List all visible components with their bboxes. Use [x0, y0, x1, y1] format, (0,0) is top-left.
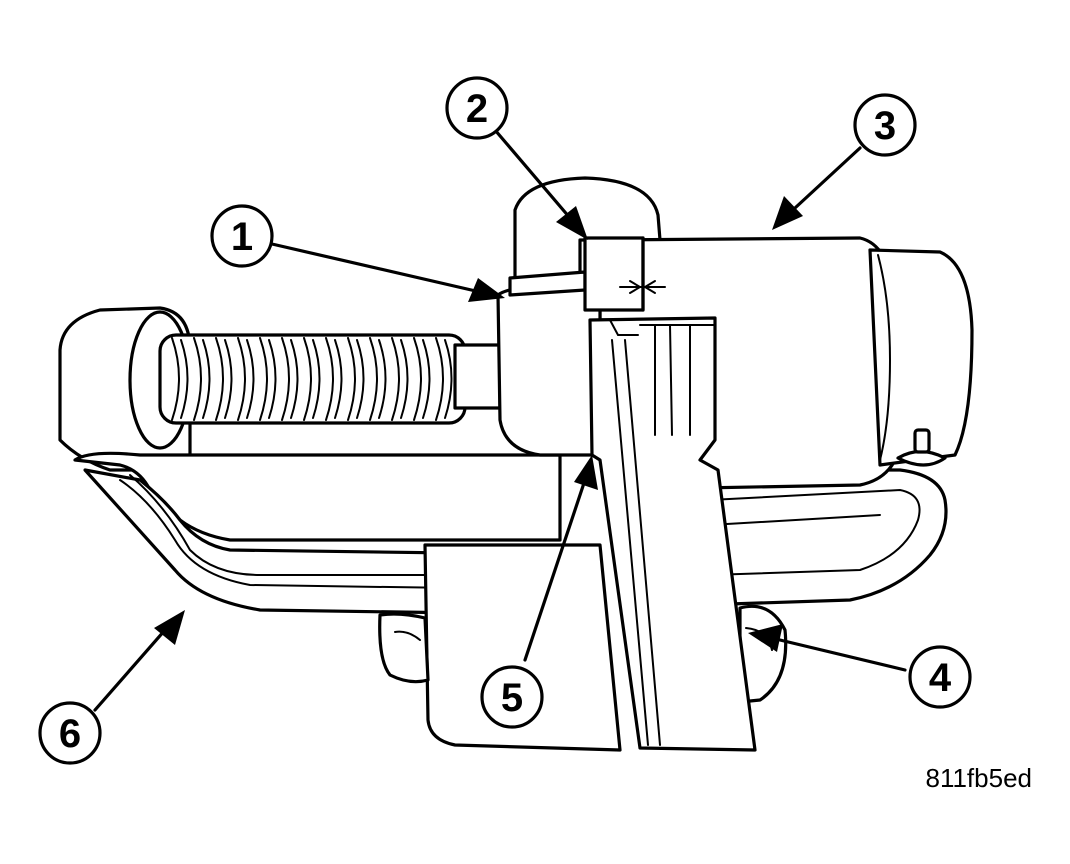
callout-2: 2: [445, 76, 509, 140]
callout-4-label: 4: [929, 656, 952, 700]
callout-3: 3: [853, 93, 917, 157]
callout-5: 5: [480, 665, 544, 729]
screw-thread-crest: [312, 339, 321, 419]
screw-thread-crest: [246, 339, 255, 419]
screw-thread: [347, 337, 356, 421]
figure-code: 811fb5ed: [925, 763, 1032, 793]
callout-6: 6: [38, 701, 102, 765]
screw-thread: [391, 337, 400, 421]
screw-thread-crest: [356, 339, 365, 419]
screw-thread: [237, 337, 246, 421]
screw-thread-crest: [400, 339, 409, 419]
screw-thread: [215, 337, 224, 421]
callout-3-label: 3: [874, 104, 896, 148]
screw-thread-crest: [224, 339, 233, 419]
arrow-4: [748, 624, 907, 672]
callout-2-label: 2: [466, 87, 488, 131]
screw-thread-crest: [422, 339, 431, 419]
screw-thread: [413, 337, 422, 421]
callout-1-label: 1: [231, 215, 253, 259]
arrow-3: [772, 146, 862, 230]
screw-thread: [369, 337, 378, 421]
screw-thread: [281, 337, 290, 421]
shim-block: [583, 236, 666, 312]
c-clamp-frame: [58, 306, 948, 752]
screw-thread-crest: [334, 339, 343, 419]
housing-dome: [513, 176, 662, 292]
screw-thread: [171, 337, 180, 421]
screw-thread-crest: [378, 339, 387, 419]
screw-thread: [303, 337, 312, 421]
support-arm: [588, 316, 757, 752]
screw-thread-crest: [202, 339, 211, 419]
forcing-screw: [158, 333, 502, 425]
receiver-cup: [598, 236, 974, 490]
leader-arrows: [93, 128, 907, 712]
callout-1: 1: [210, 204, 274, 268]
screw-thread: [435, 337, 444, 421]
arrow-5: [523, 455, 598, 662]
screw-thread-crest: [268, 339, 277, 419]
callout-6-label: 6: [59, 712, 81, 756]
callout-5-label: 5: [501, 676, 523, 720]
screw-thread: [193, 337, 202, 421]
callout-4: 4: [908, 645, 972, 709]
arrow-2: [493, 128, 588, 240]
arrow-1: [270, 242, 505, 302]
screw-thread: [325, 337, 334, 421]
screw-thread: [259, 337, 268, 421]
screw-thread-crest: [290, 339, 299, 419]
arrow-6: [93, 610, 185, 712]
screw-thread-crest: [444, 339, 453, 419]
screw-thread-crest: [180, 339, 189, 419]
